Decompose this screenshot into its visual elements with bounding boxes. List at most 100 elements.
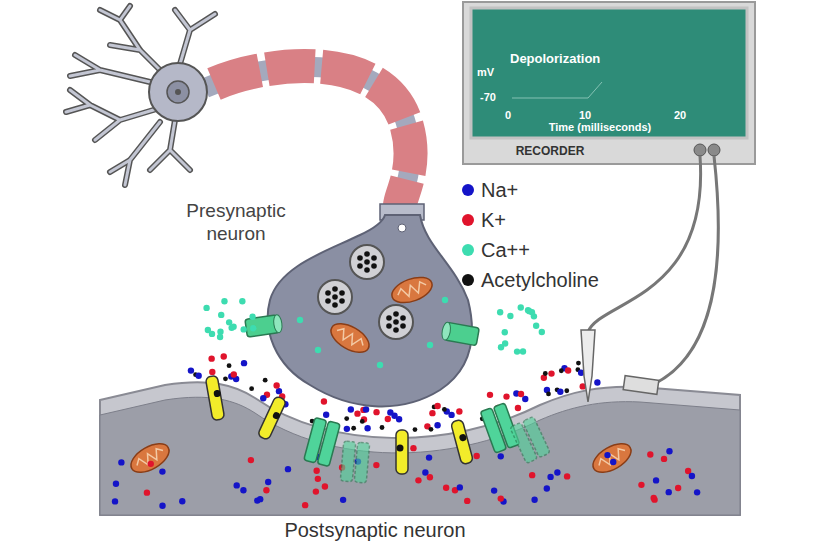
ion-dot [413, 427, 418, 432]
ion-dot [647, 451, 653, 457]
calcium-channel [245, 314, 479, 345]
ion-dot [231, 371, 237, 377]
ion-dot [694, 489, 700, 495]
ion-dot [113, 481, 119, 487]
dendrite [66, 6, 215, 185]
screen-text: 10 [579, 109, 591, 122]
postsynaptic-membrane [100, 397, 740, 515]
electrode [581, 330, 595, 402]
ion-dot [415, 477, 421, 483]
screen-text: 20 [674, 109, 686, 122]
ion-dot [223, 376, 228, 381]
ion-dot [434, 403, 440, 409]
ion-dot [363, 406, 369, 412]
ion-dot [422, 469, 428, 475]
recorder-drawing [463, 2, 755, 164]
receptor-channel [272, 411, 281, 420]
calcium-dot [507, 313, 513, 319]
ion-dot [515, 405, 521, 411]
ion-dot [661, 456, 667, 462]
legend-swatch [462, 244, 474, 256]
calcium-dot [250, 325, 256, 331]
calcium-dot [203, 297, 545, 368]
receptor-channel [451, 419, 474, 465]
ion-dot [464, 498, 470, 504]
ion-dot [557, 388, 563, 394]
legend-text: Acetylcholine [481, 268, 599, 292]
recorder-drawing [708, 144, 720, 156]
receptor-channel [451, 419, 474, 465]
calcium-dot [240, 326, 246, 332]
ion-dot [456, 408, 462, 414]
axon [205, 66, 411, 212]
ion-dot [144, 489, 150, 495]
ion-dot [263, 487, 269, 493]
electrode [581, 330, 659, 402]
cell-body [167, 81, 189, 103]
ion-dot [443, 485, 449, 491]
calcium-dot [518, 304, 524, 310]
ion-dot [159, 468, 165, 474]
ion-dot [248, 457, 254, 463]
ion-dot [442, 407, 447, 412]
ion-dot [457, 484, 463, 490]
recorder-wire [588, 156, 718, 383]
ion-dot [594, 379, 600, 385]
dendrite [66, 6, 215, 185]
ion-dot [249, 386, 254, 391]
recorder-wire [588, 156, 701, 332]
ion-dot [364, 425, 370, 431]
ion-dot [546, 392, 551, 397]
calcium-dot [533, 322, 539, 328]
synaptic-vesicle [318, 280, 352, 314]
calcium-dot [239, 298, 245, 304]
ion-dot [498, 453, 504, 459]
calcium-dot [315, 347, 321, 353]
legend-swatch [462, 274, 474, 286]
ion-dot [344, 426, 350, 432]
calcium-channel [245, 314, 283, 337]
ion-dot [112, 498, 118, 504]
ion-dot [429, 427, 434, 432]
ion-dot [675, 485, 681, 491]
screen-text: Depolorization [510, 52, 600, 67]
ion-dot [273, 382, 279, 388]
ion-dot [666, 448, 672, 454]
dendrite [66, 6, 215, 185]
ion-dot [604, 452, 610, 458]
ion-dot [260, 395, 266, 401]
screen-display: DepolorizationmV-7001020Time (millisecon… [471, 8, 747, 138]
ion-dot [554, 469, 560, 475]
ion-dot [564, 388, 569, 393]
ion-dot [340, 497, 346, 503]
calcium-dot [539, 329, 545, 335]
legend-text: Na+ [481, 178, 518, 202]
ion-dot [522, 396, 528, 402]
recorder-box: DepolorizationmV-7001020Time (millisecon… [463, 2, 755, 164]
ion-dot [610, 459, 616, 465]
screen-text: -70 [480, 91, 496, 104]
synaptic-vesicle [350, 245, 384, 279]
ion-dot [313, 468, 319, 474]
receptor-channel [257, 396, 287, 441]
calcium-dot [249, 314, 255, 320]
calcium-dot [520, 348, 526, 354]
ion-dot [529, 472, 535, 478]
calcium-dot [297, 317, 303, 323]
calcium-dot [427, 342, 433, 348]
receptor-channel [213, 389, 221, 397]
ion-dot [385, 416, 391, 422]
ion-dot [651, 495, 657, 501]
mitochondrion [389, 272, 436, 307]
ion-dot [208, 355, 214, 361]
ion-dot [257, 496, 263, 502]
receptor-channel [396, 430, 408, 474]
postsynaptic-membrane [100, 382, 740, 515]
ion-dot [473, 453, 479, 459]
ion-dot [209, 369, 215, 375]
postsynaptic-mitochondrion [126, 438, 635, 478]
ion-dot [265, 479, 271, 485]
recorder-drawing [512, 82, 602, 98]
